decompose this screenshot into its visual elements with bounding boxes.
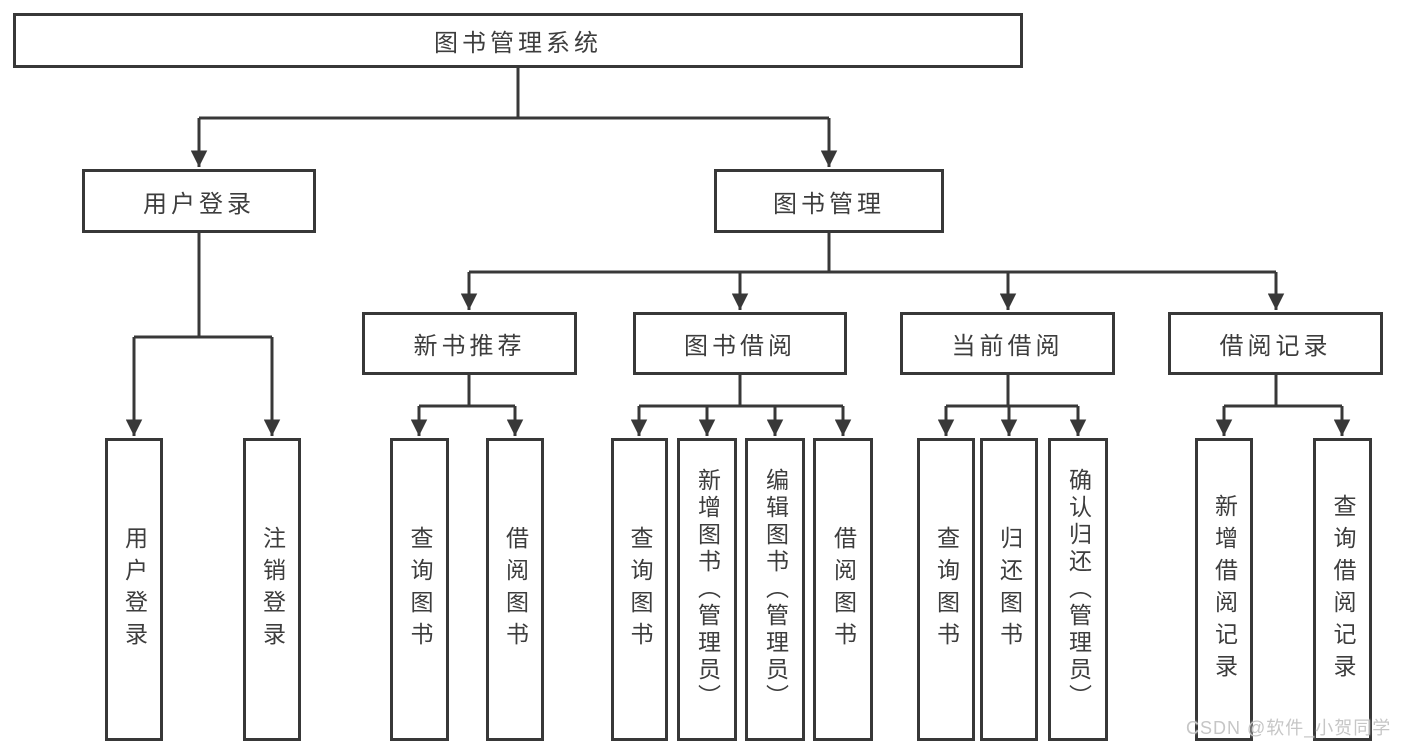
connector-skeleton	[134, 68, 1342, 408]
leaf-current-confirm-return-admin: 确认归还（管理员）	[1048, 438, 1108, 741]
node-root-label: 图书管理系统	[434, 30, 602, 57]
node-current-borrowing: 当前借阅	[900, 312, 1115, 375]
connector-arrows	[125, 118, 1351, 436]
leaf-records-add-record: 新增借阅记录	[1195, 438, 1253, 741]
leaf-user-login: 用户登录	[105, 438, 163, 741]
csdn-watermark: CSDN @软件_小贺同学	[1186, 718, 1392, 738]
leaf-current-query-books: 查询图书	[917, 438, 975, 741]
node-borrowing-records: 借阅记录	[1168, 312, 1383, 375]
leaf-borrowing-add-books-admin-label: 新增图书（管理员）	[694, 468, 721, 711]
leaf-current-return-books-label: 归还图书	[996, 525, 1023, 654]
node-new-book-recommend: 新书推荐	[362, 312, 577, 375]
leaf-borrowing-borrow-books-label: 借阅图书	[830, 525, 857, 654]
leaf-records-query-record-label: 查询借阅记录	[1330, 493, 1356, 686]
node-borrowing-records-label: 借阅记录	[1219, 333, 1332, 360]
leaf-logout-label: 注销登录	[259, 525, 286, 654]
leaf-newbooks-query-books-label: 查询图书	[407, 525, 433, 654]
leaf-records-add-record-label: 新增借阅记录	[1211, 493, 1238, 686]
leaf-borrowing-borrow-books: 借阅图书	[813, 438, 873, 741]
leaf-newbooks-query-books: 查询图书	[390, 438, 449, 741]
node-user-login-label: 用户登录	[143, 190, 255, 218]
leaf-borrowing-query-books: 查询图书	[611, 438, 668, 741]
leaf-records-query-record: 查询借阅记录	[1313, 438, 1372, 741]
leaf-newbooks-borrow-books: 借阅图书	[486, 438, 544, 741]
leaf-logout: 注销登录	[243, 438, 301, 741]
node-current-borrowing-label: 当前借阅	[951, 333, 1064, 360]
node-book-borrowing: 图书借阅	[633, 312, 847, 375]
node-book-borrowing-label: 图书借阅	[684, 333, 796, 360]
node-new-book-recommend-label: 新书推荐	[413, 333, 526, 360]
leaf-current-query-books-label: 查询图书	[933, 525, 960, 654]
node-book-management-label: 图书管理	[773, 190, 885, 218]
leaf-borrowing-edit-books-admin: 编辑图书（管理员）	[745, 438, 805, 741]
node-root: 图书管理系统	[13, 13, 1023, 68]
node-user-login: 用户登录	[82, 169, 316, 233]
leaf-user-login-label: 用户登录	[121, 525, 148, 654]
leaf-current-return-books: 归还图书	[980, 438, 1038, 741]
node-book-management: 图书管理	[714, 169, 944, 233]
leaf-borrowing-query-books-label: 查询图书	[627, 525, 653, 654]
leaf-current-confirm-return-admin-label: 确认归还（管理员）	[1065, 468, 1092, 711]
leaf-newbooks-borrow-books-label: 借阅图书	[502, 525, 529, 654]
leaf-borrowing-edit-books-admin-label: 编辑图书（管理员）	[762, 468, 789, 711]
leaf-borrowing-add-books-admin: 新增图书（管理员）	[677, 438, 737, 741]
